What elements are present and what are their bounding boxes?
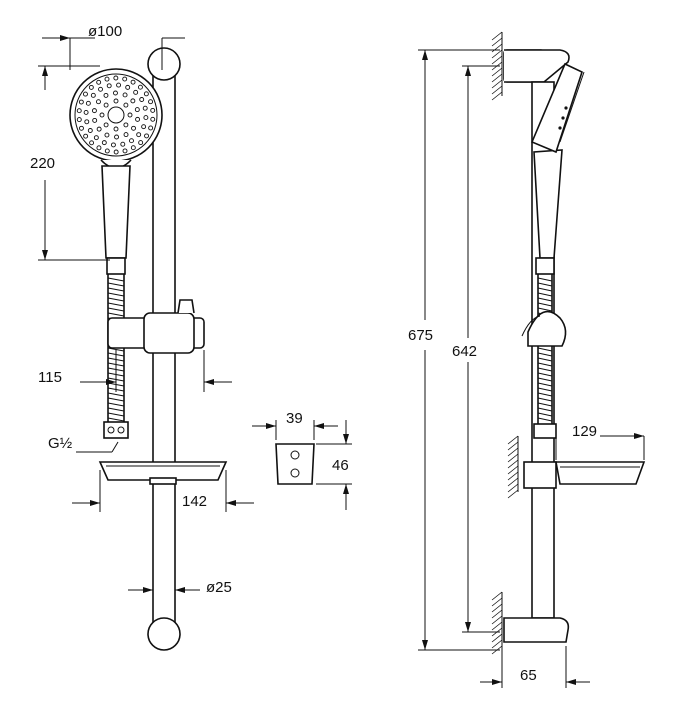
wall-bracket-detail: 39 46 xyxy=(252,410,352,510)
dim-label-head-diameter: ø100 xyxy=(88,23,122,40)
dim-label-bracket-width: 39 xyxy=(286,410,303,427)
dim-label-dish-projection: 129 xyxy=(572,423,597,440)
dim-connection-thread: G½ xyxy=(48,435,119,453)
dim-label-bracket-height: 46 xyxy=(332,457,349,474)
slider-holder xyxy=(107,299,205,354)
bar-bottom-cap xyxy=(147,617,181,651)
hose-nut xyxy=(103,421,129,439)
side-hose-nut xyxy=(533,423,557,439)
dim-handshower-length: 220 xyxy=(30,65,110,261)
dim-label-total-height: 675 xyxy=(408,327,433,344)
dim-label-soap-dish-width: 142 xyxy=(182,493,207,510)
dim-soap-dish-width: 142 xyxy=(72,470,254,512)
side-bottom-bracket xyxy=(503,617,570,643)
dim-bracket-height: 46 xyxy=(316,420,352,510)
soap-dish-front xyxy=(98,461,228,485)
side-top-bracket xyxy=(503,49,570,83)
side-hand-shower xyxy=(530,62,585,275)
dim-label-connection-thread: G½ xyxy=(48,435,73,452)
dim-label-fixing-distance: 642 xyxy=(452,343,477,360)
hand-shower-head xyxy=(69,68,163,169)
wall-hatching xyxy=(491,31,519,655)
dim-label-hose-offset: 115 xyxy=(38,369,62,386)
side-slider xyxy=(521,310,567,347)
dim-fixing-distance: 642 xyxy=(452,65,500,633)
nozzle-pattern xyxy=(76,75,156,155)
dim-label-wall-projection: 65 xyxy=(520,667,537,684)
dim-wall-projection: 65 xyxy=(480,646,590,688)
dim-hose-offset: 115 xyxy=(38,350,232,392)
bar-top-cap xyxy=(147,47,181,81)
hand-shower-handle xyxy=(101,165,131,275)
dim-label-bar-diameter: ø25 xyxy=(206,579,232,596)
dim-label-handshower-length: 220 xyxy=(30,155,55,172)
dim-total-height: 675 xyxy=(408,49,500,651)
side-hose xyxy=(537,274,553,425)
side-view: 675 642 129 65 xyxy=(408,31,646,688)
dim-head-diameter: ø100 xyxy=(42,23,185,70)
front-view: ø100 220 115 G½ xyxy=(30,23,254,651)
dim-dish-projection: 129 xyxy=(555,423,645,460)
dim-bracket-width: 39 xyxy=(252,410,338,440)
side-soap-dish xyxy=(523,461,646,489)
dim-bar-diameter: ø25 xyxy=(128,578,232,600)
